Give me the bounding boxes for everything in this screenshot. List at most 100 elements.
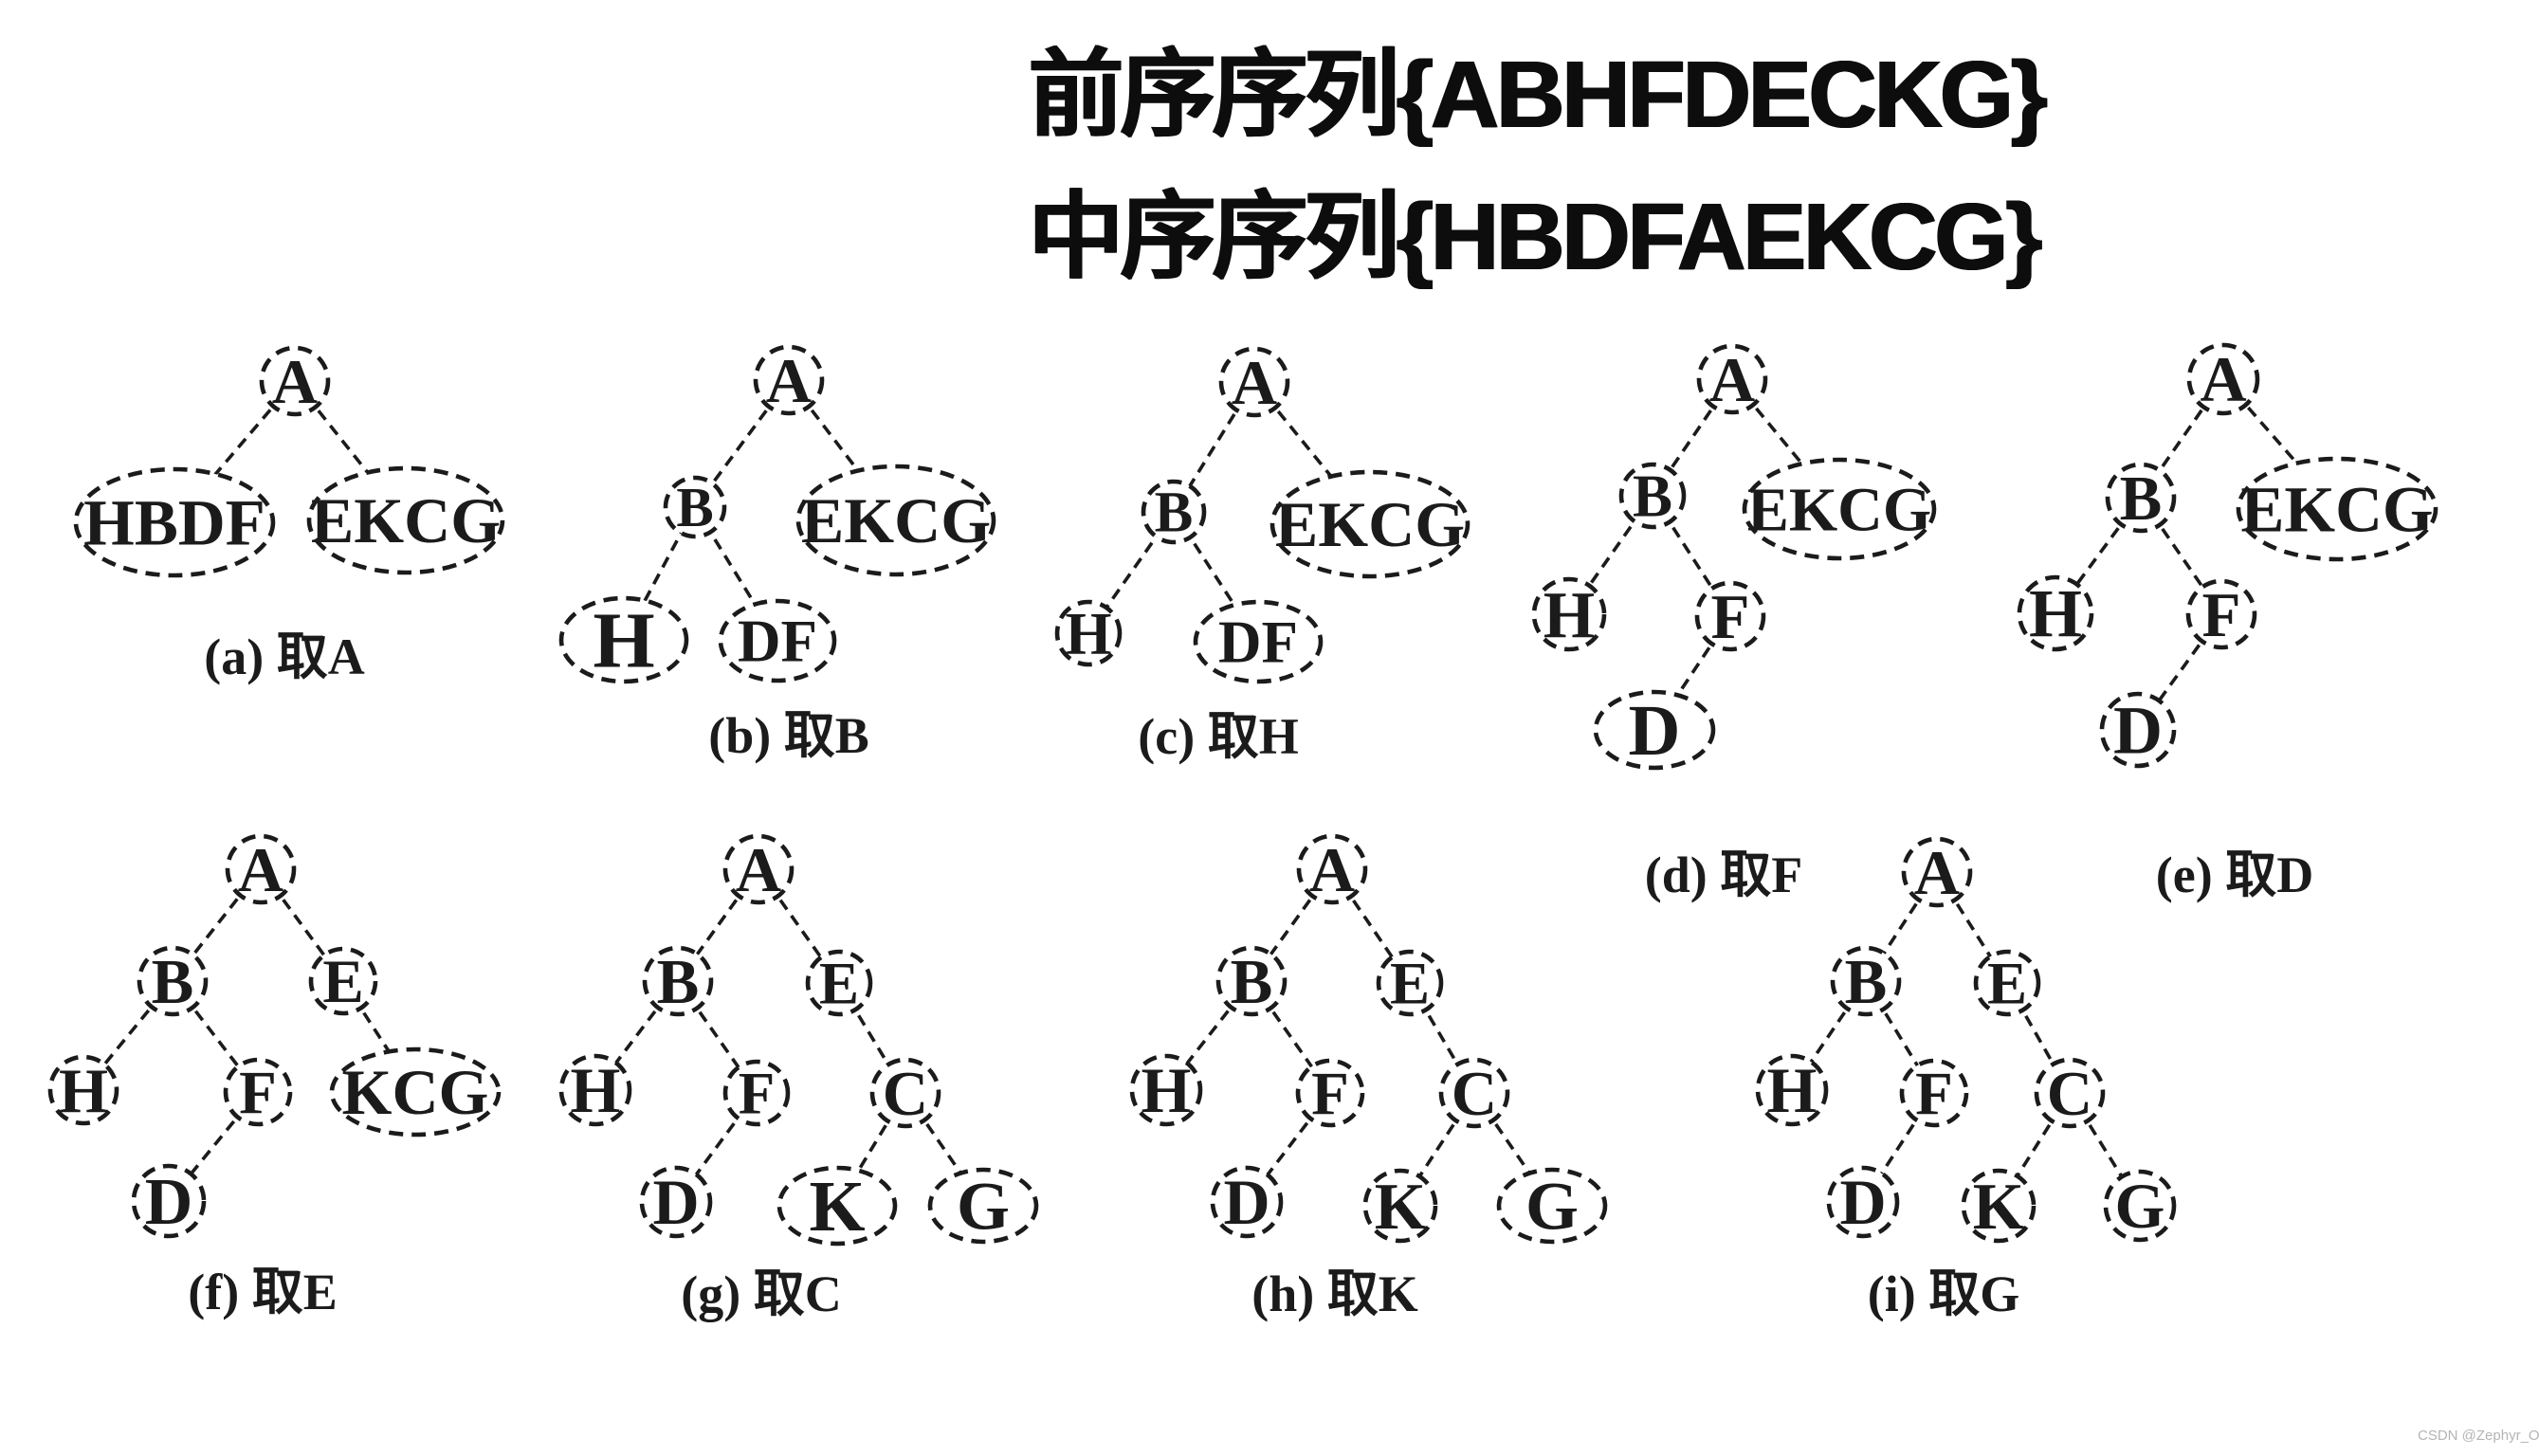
- circle-outline: [663, 475, 727, 539]
- tree-f-node-B: B: [137, 945, 209, 1017]
- ellipse-outline: [329, 1046, 502, 1138]
- circle-outline: [2034, 1057, 2106, 1129]
- circle-outline: [1210, 1165, 1284, 1239]
- tree-b-node-H: H: [558, 595, 689, 685]
- node-label: B: [152, 947, 194, 1017]
- circle-outline: [47, 1054, 119, 1126]
- ellipse-outline: [1270, 469, 1470, 579]
- tree-b-node-A: A: [753, 344, 825, 416]
- tree-h-node-E: E: [1376, 949, 1444, 1017]
- node-label: A: [766, 346, 812, 416]
- tree-c-node-B: B: [1141, 479, 1207, 545]
- tree-f-node-KCG: KCG: [329, 1046, 502, 1138]
- node-label: A: [1914, 838, 1960, 908]
- node-label: D: [1223, 1166, 1270, 1238]
- circle-outline: [1755, 1053, 1829, 1127]
- tree-b-node-EKCG: EKCG: [795, 464, 996, 577]
- node-label: K: [1375, 1171, 1426, 1244]
- tree-d-caption: (d) 取F: [1645, 846, 1802, 903]
- tree-b-caption: (b) 取B: [708, 707, 869, 764]
- tree-a-node-HBDF: HBDF: [73, 466, 276, 578]
- node-label: E: [322, 948, 363, 1016]
- node-label: G: [2115, 1170, 2165, 1242]
- node-label: F: [1311, 1060, 1349, 1128]
- circle-outline: [1362, 1168, 1438, 1244]
- tree-f-caption: (f) 取E: [188, 1264, 337, 1320]
- node-label: C: [1452, 1059, 1497, 1129]
- tree-e-node-D: D: [2099, 691, 2177, 768]
- circle-outline: [308, 946, 378, 1016]
- tree-c-node-EKCG: EKCG: [1270, 469, 1470, 579]
- tree-g-node-D: D: [639, 1165, 713, 1239]
- node-label: K: [1973, 1171, 2024, 1244]
- ellipse-outline: [795, 464, 996, 577]
- circle-outline: [642, 945, 714, 1017]
- tree-g-node-H: H: [558, 1053, 632, 1127]
- tree-e-node-B: B: [2105, 462, 2177, 534]
- tree-h-node-G: G: [1496, 1167, 1608, 1244]
- tree-i-node-K: K: [1961, 1168, 2037, 1244]
- ellipse-outline: [776, 1165, 898, 1247]
- tree-g-node-A: A: [722, 833, 795, 905]
- circle-outline: [1218, 346, 1290, 418]
- node-label: EKCG: [1747, 475, 1931, 544]
- watermark: CSDN @Zephyr_O: [2418, 1428, 2539, 1444]
- circle-outline: [131, 1163, 207, 1239]
- node-label: H: [1767, 1054, 1817, 1126]
- node-label: H: [1142, 1054, 1192, 1126]
- tree-d-node-H: H: [1531, 576, 1607, 652]
- ellipse-outline: [1742, 457, 1937, 561]
- tree-h-node-H: H: [1129, 1053, 1203, 1127]
- tree-d-node-F: F: [1694, 580, 1766, 652]
- ellipse-outline: [2236, 456, 2439, 562]
- tree-d-node-A: A: [1696, 343, 1768, 415]
- circle-outline: [225, 833, 297, 905]
- node-label: G: [957, 1168, 1010, 1244]
- ellipse-outline: [1193, 599, 1324, 684]
- node-label: K: [809, 1167, 865, 1247]
- circle-outline: [1141, 479, 1207, 545]
- ellipse-outline: [927, 1167, 1039, 1245]
- circle-outline: [1961, 1168, 2037, 1244]
- tree-h-node-C: C: [1438, 1057, 1510, 1129]
- circle-outline: [1295, 1058, 1365, 1128]
- node-label: E: [819, 950, 859, 1016]
- node-label: B: [2120, 464, 2163, 534]
- tree-c-node-A: A: [1218, 346, 1290, 418]
- node-label: A: [238, 835, 283, 905]
- circle-outline: [1054, 599, 1123, 667]
- tree-f-node-F: F: [223, 1057, 293, 1127]
- tree-g-node-K: K: [776, 1165, 898, 1247]
- tree-d-node-EKCG: EKCG: [1742, 457, 1937, 561]
- circle-outline: [1531, 576, 1607, 652]
- node-label: HBDF: [83, 486, 265, 558]
- tree-h-node-F: F: [1295, 1058, 1365, 1128]
- tree-a-node-EKCG: EKCG: [306, 465, 505, 575]
- tree-h-node-K: K: [1362, 1168, 1438, 1244]
- tree-d-node-B: B: [1618, 462, 1687, 529]
- node-label: A: [2200, 343, 2246, 415]
- tree-i-node-C: C: [2034, 1057, 2106, 1129]
- node-label: F: [239, 1059, 277, 1127]
- node-label: D: [2113, 692, 2163, 768]
- tree-a-caption: (a) 取A: [204, 628, 364, 685]
- circle-outline: [1973, 949, 2041, 1017]
- circle-outline: [805, 949, 873, 1017]
- tree-h-node-B: B: [1215, 945, 1288, 1017]
- tree-i-node-B: B: [1830, 945, 1902, 1017]
- node-label: D: [1839, 1166, 1886, 1238]
- circle-outline: [1376, 949, 1444, 1017]
- node-label: B: [1845, 947, 1888, 1017]
- tree-a-node-A: A: [259, 345, 331, 417]
- node-label: A: [1309, 835, 1355, 905]
- node-label: B: [657, 947, 700, 1017]
- node-label: H: [571, 1054, 621, 1126]
- tree-h-node-A: A: [1296, 833, 1368, 905]
- tree-a: A HBDF EKCG (a) 取A: [73, 345, 505, 685]
